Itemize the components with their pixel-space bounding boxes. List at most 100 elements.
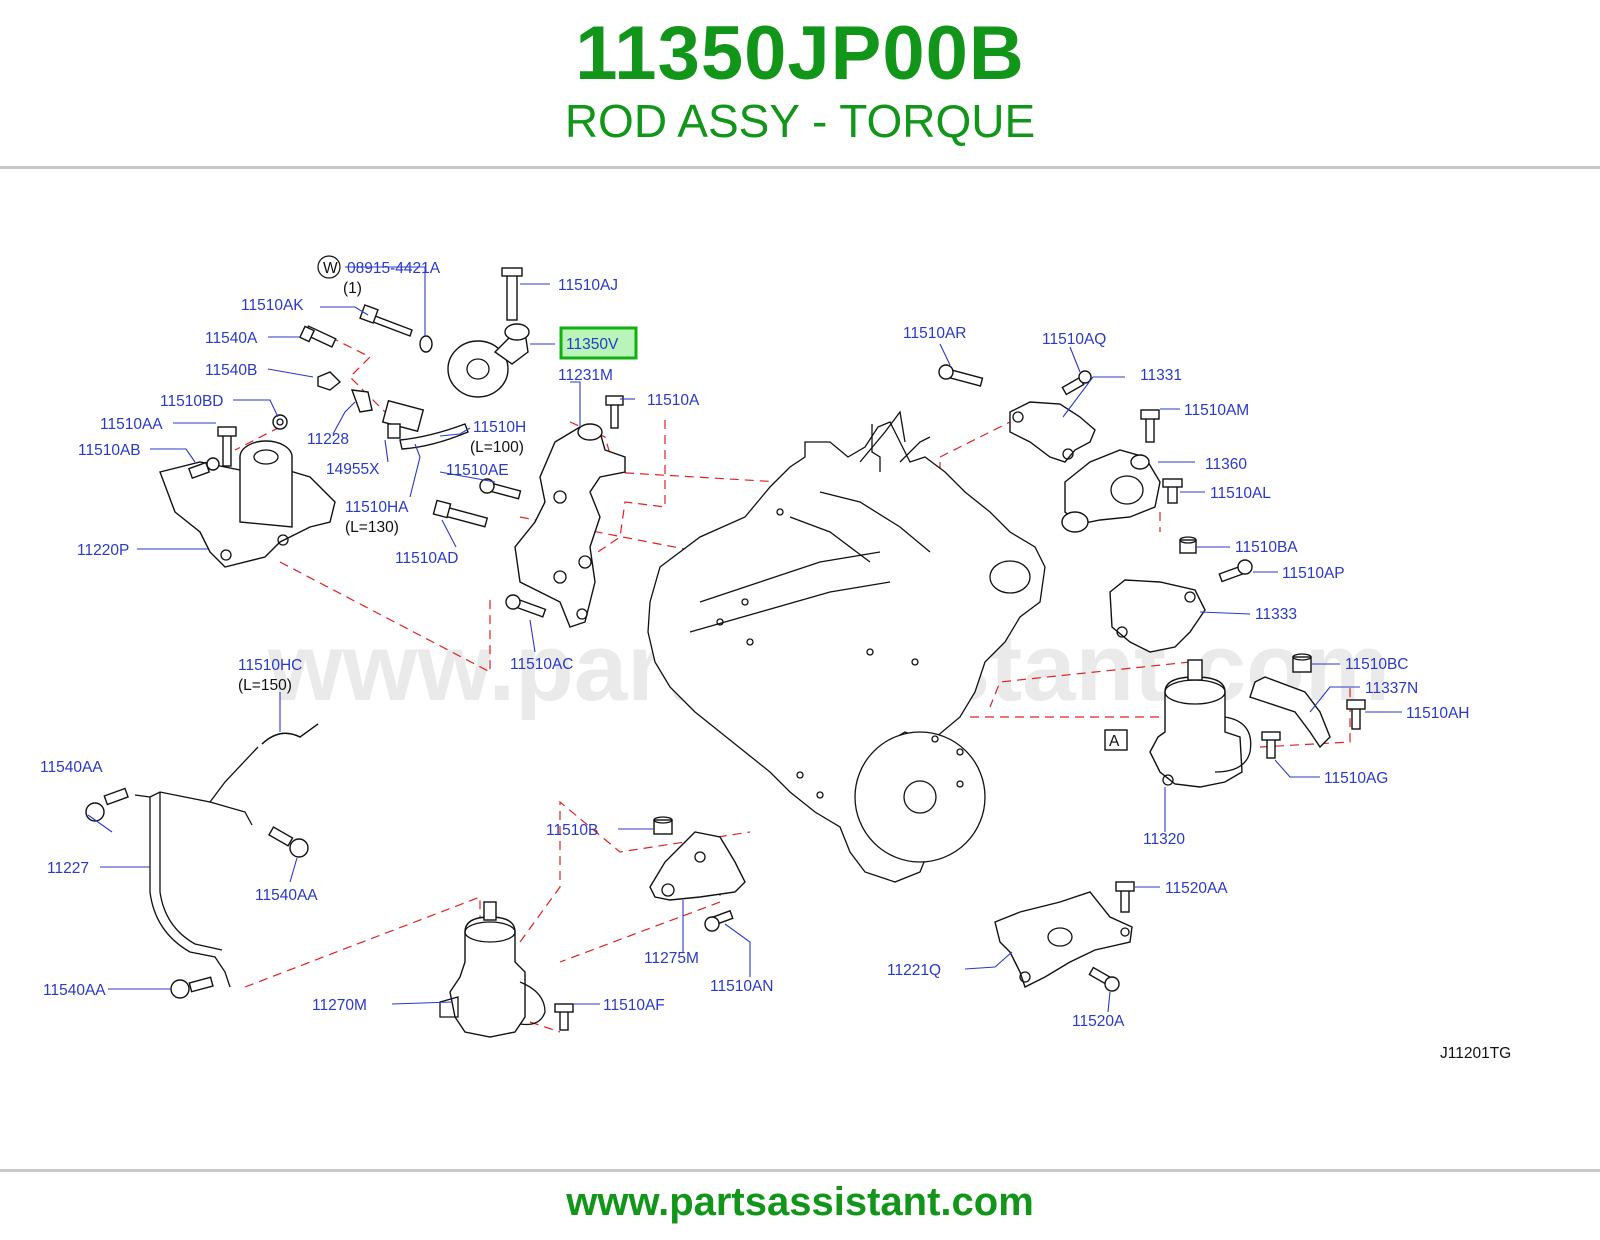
mount-bracket-11220p [159,440,336,568]
leader-lines [87,266,1402,1013]
label-11510aq[interactable]: 11510AQ [1042,331,1106,348]
bolt-11540aa-b [268,826,309,858]
highlight-box-11350v [559,326,638,360]
label-11510ac[interactable]: 11510AC [510,656,573,673]
label-11510am[interactable]: 11510AM [1184,402,1249,419]
label-l100: (L=100) [470,439,524,456]
w-symbol-text: W [323,260,338,277]
label-11510bc[interactable]: 11510BC [1345,656,1408,673]
bolt-11510ae [479,478,522,500]
part-labels: W 08915-4421A (1) 11510AJ 11510AK 11540A… [40,255,1511,1062]
bracket-11331 [1009,401,1096,463]
label-11510ae[interactable]: 11510AE [446,462,509,479]
bolt-11520a [1088,966,1120,992]
bolt-11510ac [505,594,547,618]
label-11540aa-1[interactable]: 11540AA [40,759,103,776]
bolt-11510ap [1218,559,1253,583]
label-11510ap[interactable]: 11510AP [1282,565,1345,582]
bolt-11510ah [1346,699,1366,730]
bolt-11510an [704,909,734,932]
label-11350v[interactable]: 11350V [566,336,619,353]
mount-11320 [1149,659,1252,788]
bolt-11540aa-a [85,787,129,822]
bolt-11510aa [217,426,237,467]
label-11510hc[interactable]: 11510HC [238,657,302,674]
bolt-11520aa [1115,881,1135,913]
label-11275m[interactable]: 11275M [644,950,699,967]
label-11231m[interactable]: 11231M [558,367,613,384]
sensor-14955x [381,399,425,439]
label-11510an[interactable]: 11510AN [710,978,773,995]
bolt-11510aq [1061,370,1092,396]
label-11510bd[interactable]: 11510BD [160,393,223,410]
bolt-11540a [299,325,337,348]
label-11337n[interactable]: 11337N [1365,680,1418,697]
label-11510al[interactable]: 11510AL [1210,485,1271,502]
bolt-11510ar [938,364,984,387]
label-11270m[interactable]: 11270M [312,997,367,1014]
nut-11540b [317,371,342,391]
label-qty-1: (1) [343,280,362,297]
label-11510ab[interactable]: 11510AB [78,442,141,459]
label-14955x[interactable]: 14955X [326,461,380,478]
bolt-11510ag [1261,731,1281,759]
bolt-11510ab [187,457,220,480]
bolt-11510af [554,1003,574,1031]
label-11331[interactable]: 11331 [1140,367,1182,384]
bracket-11275m [649,831,746,901]
label-11360[interactable]: 11360 [1205,456,1247,473]
label-l130: (L=130) [345,519,399,536]
bolt-11510a [605,395,624,429]
label-11540aa-2[interactable]: 11540AA [255,887,318,904]
label-11220p[interactable]: 11220P [77,542,129,559]
label-11510ha[interactable]: 11510HA [345,499,409,516]
label-11510a[interactable]: 11510A [647,392,700,409]
nut-11510bc [1292,653,1312,673]
label-11520a[interactable]: 11520A [1072,1013,1125,1030]
label-11510h[interactable]: 11510H [473,419,526,436]
bracket-11337n [1249,676,1331,749]
part-name-subtitle: ROD ASSY - TORQUE [564,95,1036,147]
label-11510ar[interactable]: 11510AR [903,325,966,342]
w-symbol [317,255,341,279]
footer-divider [0,1169,1600,1172]
washer-08915 [419,335,433,353]
label-11320[interactable]: 11320 [1143,831,1185,848]
label-11540b[interactable]: 11540B [205,362,257,379]
label-11540a[interactable]: 11540A [205,330,258,347]
label-11520aa[interactable]: 11520AA [1165,880,1228,897]
tube-11510hc [261,723,319,745]
label-08915-4421a[interactable]: 08915-4421A [347,260,441,277]
label-11510ba[interactable]: 11510BA [1235,539,1298,556]
label-11227[interactable]: 11227 [47,860,89,877]
label-11221q[interactable]: 11221Q [887,962,941,979]
label-l150: (L=150) [238,677,292,694]
label-11333[interactable]: 11333 [1255,606,1297,623]
label-11510aa[interactable]: 11510AA [100,416,163,433]
label-11540aa-3[interactable]: 11540AA [43,982,106,999]
label-11510ag[interactable]: 11510AG [1324,770,1388,787]
label-11510b[interactable]: 11510B [546,822,598,839]
bolt-11510aj [501,267,523,321]
bolt-11510al [1162,478,1183,504]
label-11228[interactable]: 11228 [307,431,349,448]
label-11510aj[interactable]: 11510AJ [558,277,618,294]
bolt-11510bd [272,414,288,430]
hose-11510h [399,423,469,450]
mount-11360 [1061,449,1161,533]
reference-box-a [1104,729,1128,751]
bracket-11231m [514,423,626,628]
label-11510ah[interactable]: 11510AH [1406,705,1469,722]
label-box-a: A [1109,733,1120,750]
label-11510ad[interactable]: 11510AD [395,550,458,567]
header: 11350JP00B ROD ASSY - TORQUE [0,0,1600,170]
bolt-11540aa-c [170,976,214,999]
torque-rod-11350v[interactable] [447,323,530,398]
diagram-code: J11201TG [1440,1045,1511,1062]
footer-url[interactable]: www.partsassistant.com [566,1180,1034,1224]
mount-11270m [439,901,546,1038]
crossmember-11221q [994,891,1133,988]
label-11510ak[interactable]: 11510AK [241,297,304,314]
nut-11510b [653,816,673,835]
label-11510af[interactable]: 11510AF [603,997,665,1014]
